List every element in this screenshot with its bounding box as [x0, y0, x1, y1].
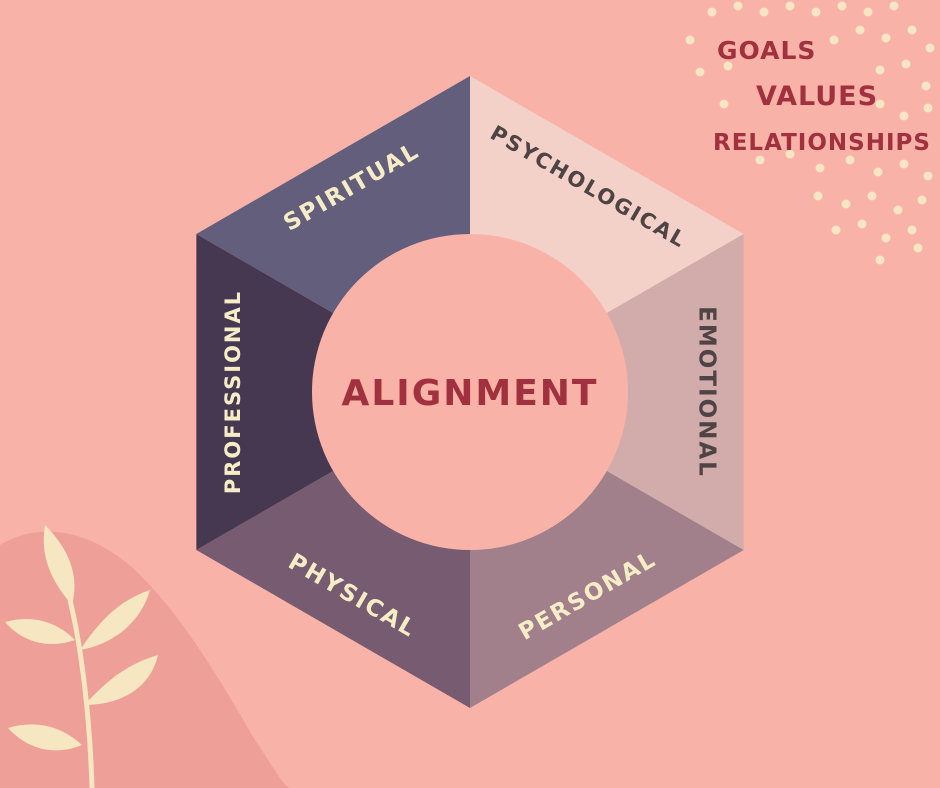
dot [785, 149, 795, 159]
segment-label-emotional: EMOTIONAL [694, 306, 720, 478]
dot [923, 103, 933, 113]
dot [829, 35, 839, 45]
segment-professional [196, 234, 335, 550]
dot [907, 225, 917, 235]
dot [881, 33, 891, 43]
dot [855, 25, 865, 35]
dot [815, 163, 825, 173]
dot [913, 243, 923, 253]
plant-illustration [5, 525, 158, 788]
dot [863, 7, 873, 17]
keyword-relationships: RELATIONSHIPS [713, 130, 931, 156]
dot [857, 219, 867, 229]
dot [867, 191, 877, 201]
dot [707, 7, 717, 17]
dot [733, 1, 743, 11]
dot [719, 99, 729, 109]
dot [695, 67, 705, 77]
dot [875, 255, 885, 265]
dot [841, 199, 851, 209]
keyword-goals: GOALS [717, 36, 817, 65]
dot [873, 167, 883, 177]
center-label: ALIGNMENT [342, 373, 599, 414]
dot [831, 225, 841, 235]
dot [923, 171, 933, 181]
dot [837, 1, 847, 11]
dot [899, 159, 909, 169]
segment-label-professional: PROFESSIONAL [221, 290, 245, 494]
dot [893, 205, 903, 215]
dot [921, 81, 931, 91]
dot [925, 43, 935, 53]
dot [875, 99, 885, 109]
dot [723, 61, 733, 71]
dot [685, 35, 695, 45]
dot [917, 195, 927, 205]
dot [845, 155, 855, 165]
dot [901, 59, 911, 69]
dot [813, 191, 823, 201]
decorative-dots [685, 1, 935, 265]
dot [899, 111, 909, 121]
center-circle [312, 234, 628, 550]
dot [875, 65, 885, 75]
dot [881, 233, 891, 243]
dot [785, 1, 795, 11]
dot [755, 155, 765, 165]
dot [811, 7, 821, 17]
dot [889, 1, 899, 11]
dot [759, 7, 769, 17]
segment-emotional [605, 234, 744, 550]
dot [907, 25, 917, 35]
keyword-values: VALUES [756, 81, 879, 112]
